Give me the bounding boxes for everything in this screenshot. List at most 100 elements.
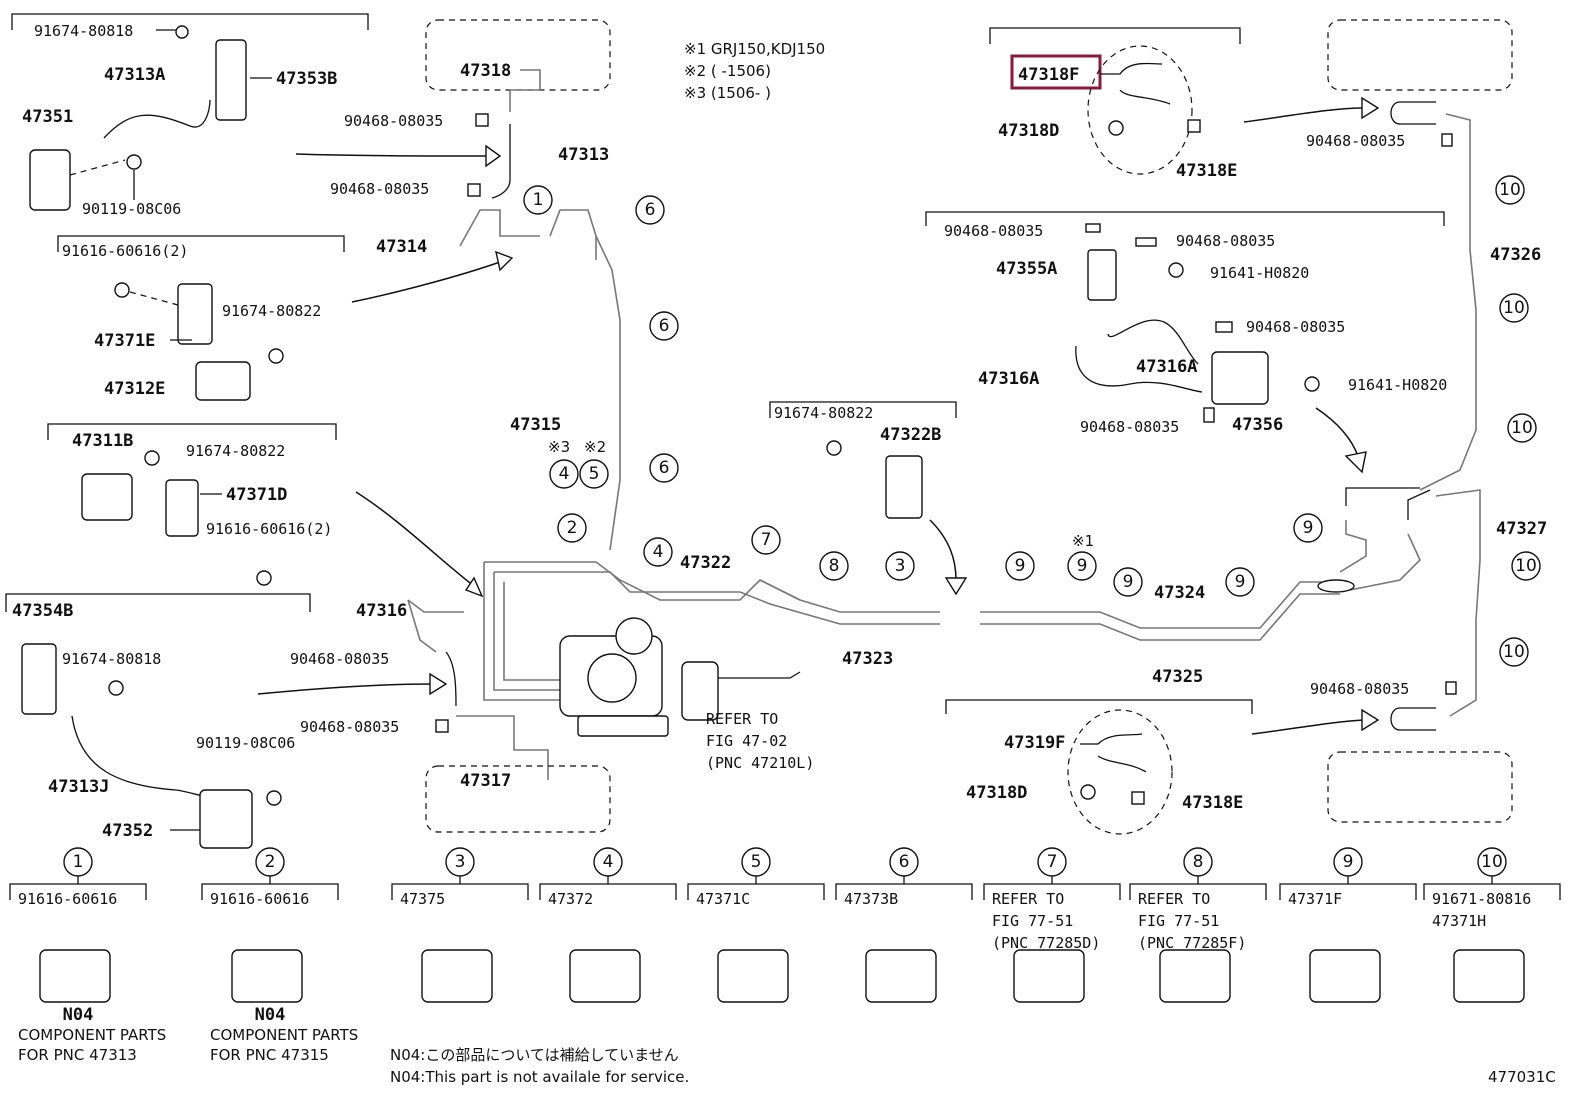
label-47317[interactable]: 47317	[460, 771, 511, 791]
callout-circle-5[interactable]	[579, 459, 609, 489]
panel-text-line[interactable]: 47371F	[1288, 890, 1342, 908]
label-47355A[interactable]: 47355A	[996, 259, 1057, 279]
label-47316A-b[interactable]: 47316A	[978, 369, 1039, 389]
callout-circle-2[interactable]	[557, 513, 587, 543]
label-47351[interactable]: 47351	[22, 107, 73, 127]
label-47371E[interactable]: 47371E	[94, 331, 155, 351]
panel-text-line[interactable]: FIG 77-51	[992, 912, 1073, 930]
label-47316A-a[interactable]: 47316A	[1136, 357, 1197, 377]
label-47353B[interactable]: 47353B	[276, 69, 337, 89]
refer-47210L-line1[interactable]: REFER TO	[706, 710, 778, 728]
label-90468-08035-a[interactable]: 90468-08035	[344, 112, 443, 130]
panel-text-line[interactable]: 47371C	[696, 890, 750, 908]
label-47326[interactable]: 47326	[1490, 245, 1541, 265]
callout-circle-6[interactable]	[649, 453, 679, 483]
label-90468-08035-c[interactable]: 90468-08035	[290, 650, 389, 668]
part-illustration-icon	[231, 949, 303, 1003]
label-47311B[interactable]: 47311B	[72, 431, 133, 451]
label-47313A[interactable]: 47313A	[104, 65, 165, 85]
callout-circle-10[interactable]	[1507, 413, 1537, 443]
label-47325[interactable]: 47325	[1152, 667, 1203, 687]
callout-circle-6[interactable]	[635, 195, 665, 225]
label-47327[interactable]: 47327	[1496, 519, 1547, 539]
panel-text-line[interactable]: FIG 77-51	[1138, 912, 1219, 930]
callout-circle-10[interactable]	[1499, 637, 1529, 667]
callout-circle-10[interactable]	[1495, 175, 1525, 205]
panel-text-line[interactable]: 91616-60616	[18, 890, 117, 908]
label-47318E-b[interactable]: 47318E	[1182, 793, 1243, 813]
label-47313J[interactable]: 47313J	[48, 777, 109, 797]
label-47318E-a[interactable]: 47318E	[1176, 161, 1237, 181]
callout-circle-9[interactable]	[1067, 551, 1097, 581]
callout-circle-4[interactable]	[549, 459, 579, 489]
label-90468-08035-g[interactable]: 90468-08035	[1176, 232, 1275, 250]
label-90468-08035-b[interactable]: 90468-08035	[330, 180, 429, 198]
panel-text-line[interactable]: REFER TO	[1138, 890, 1210, 908]
label-91616-60616-2a[interactable]: 91616-60616(2)	[62, 242, 188, 260]
footnote-2: ※2 ( -1506)	[684, 62, 771, 80]
panel-text-line[interactable]: 47375	[400, 890, 445, 908]
label-47316[interactable]: 47316	[356, 601, 407, 621]
label-90468-08035-i[interactable]: 90468-08035	[1080, 418, 1179, 436]
label-90468-08035-f[interactable]: 90468-08035	[944, 222, 1043, 240]
junction-block-icon	[195, 361, 251, 401]
callout-circle-8[interactable]	[819, 551, 849, 581]
label-91674-80822-b[interactable]: 91674-80822	[186, 442, 285, 460]
label-47312E[interactable]: 47312E	[104, 379, 165, 399]
label-90119-08C06-b[interactable]: 90119-08C06	[196, 734, 295, 752]
label-91674-80822-a[interactable]: 91674-80822	[222, 302, 321, 320]
refer-47210L-line2[interactable]: FIG 47-02	[706, 732, 787, 750]
refer-47210L-line3[interactable]: (PNC 47210L)	[706, 754, 814, 772]
arrow-icon	[1344, 451, 1367, 474]
callout-circle-9[interactable]	[1225, 567, 1255, 597]
panel-text-line[interactable]: (PNC 77285D)	[992, 934, 1100, 952]
label-47324[interactable]: 47324	[1154, 583, 1205, 603]
panel-text-line[interactable]: 91671-80816	[1432, 890, 1531, 908]
label-90468-08035-j[interactable]: 90468-08035	[1310, 680, 1409, 698]
panel-text-line[interactable]: 47372	[548, 890, 593, 908]
label-91674-80822-c[interactable]: 91674-80822	[774, 404, 873, 422]
bolt-icon	[1168, 262, 1184, 278]
service-note-jp: N04:この部品については補給していません	[390, 1046, 679, 1064]
label-47318[interactable]: 47318	[460, 61, 511, 81]
callout-circle-6[interactable]	[649, 311, 679, 341]
label-47356[interactable]: 47356	[1232, 415, 1283, 435]
label-91616-60616-2b[interactable]: 91616-60616(2)	[206, 520, 332, 538]
label-91641-H0820-a[interactable]: 91641-H0820	[1210, 264, 1309, 282]
panel-text-line[interactable]: (PNC 77285F)	[1138, 934, 1246, 952]
label-47323[interactable]: 47323	[842, 649, 893, 669]
label-47371D[interactable]: 47371D	[226, 485, 287, 505]
label-47352[interactable]: 47352	[102, 821, 153, 841]
callout-circle-3[interactable]	[885, 551, 915, 581]
callout-circle-7[interactable]	[751, 525, 781, 555]
callout-circle-9[interactable]	[1005, 551, 1035, 581]
label-47322[interactable]: 47322	[680, 553, 731, 573]
panel-text-line[interactable]: 47373B	[844, 890, 898, 908]
callout-circle-10[interactable]	[1499, 293, 1529, 323]
label-47314[interactable]: 47314	[376, 237, 427, 257]
label-47354B[interactable]: 47354B	[12, 601, 73, 621]
label-91641-H0820-b[interactable]: 91641-H0820	[1348, 376, 1447, 394]
label-90119-08C06-a[interactable]: 90119-08C06	[82, 200, 181, 218]
label-90468-08035-h[interactable]: 90468-08035	[1246, 318, 1345, 336]
label-90468-08035-e[interactable]: 90468-08035	[1306, 132, 1405, 150]
panel-text-line[interactable]: 47371H	[1432, 912, 1486, 930]
callout-circle-9[interactable]	[1293, 513, 1323, 543]
panel-text-line[interactable]: REFER TO	[992, 890, 1064, 908]
label-47319F[interactable]: 47319F	[1004, 733, 1065, 753]
label-90468-08035-d[interactable]: 90468-08035	[300, 718, 399, 736]
label-91674-80818-a[interactable]: 91674-80818	[34, 22, 133, 40]
callout-circle-1[interactable]	[523, 185, 553, 215]
label-47318F[interactable]: 47318F	[1018, 65, 1079, 85]
callout-circle-4[interactable]	[643, 537, 673, 567]
panel-text-line[interactable]: 91616-60616	[210, 890, 309, 908]
label-47322B[interactable]: 47322B	[880, 425, 941, 445]
label-47315[interactable]: 47315	[510, 415, 561, 435]
label-91674-80818-b[interactable]: 91674-80818	[62, 650, 161, 668]
callout-circle-9[interactable]	[1113, 567, 1143, 597]
callout-circle-10[interactable]	[1511, 551, 1541, 581]
label-47313[interactable]: 47313	[558, 145, 609, 165]
label-47318D-a[interactable]: 47318D	[998, 121, 1059, 141]
label-47318D-b[interactable]: 47318D	[966, 783, 1027, 803]
